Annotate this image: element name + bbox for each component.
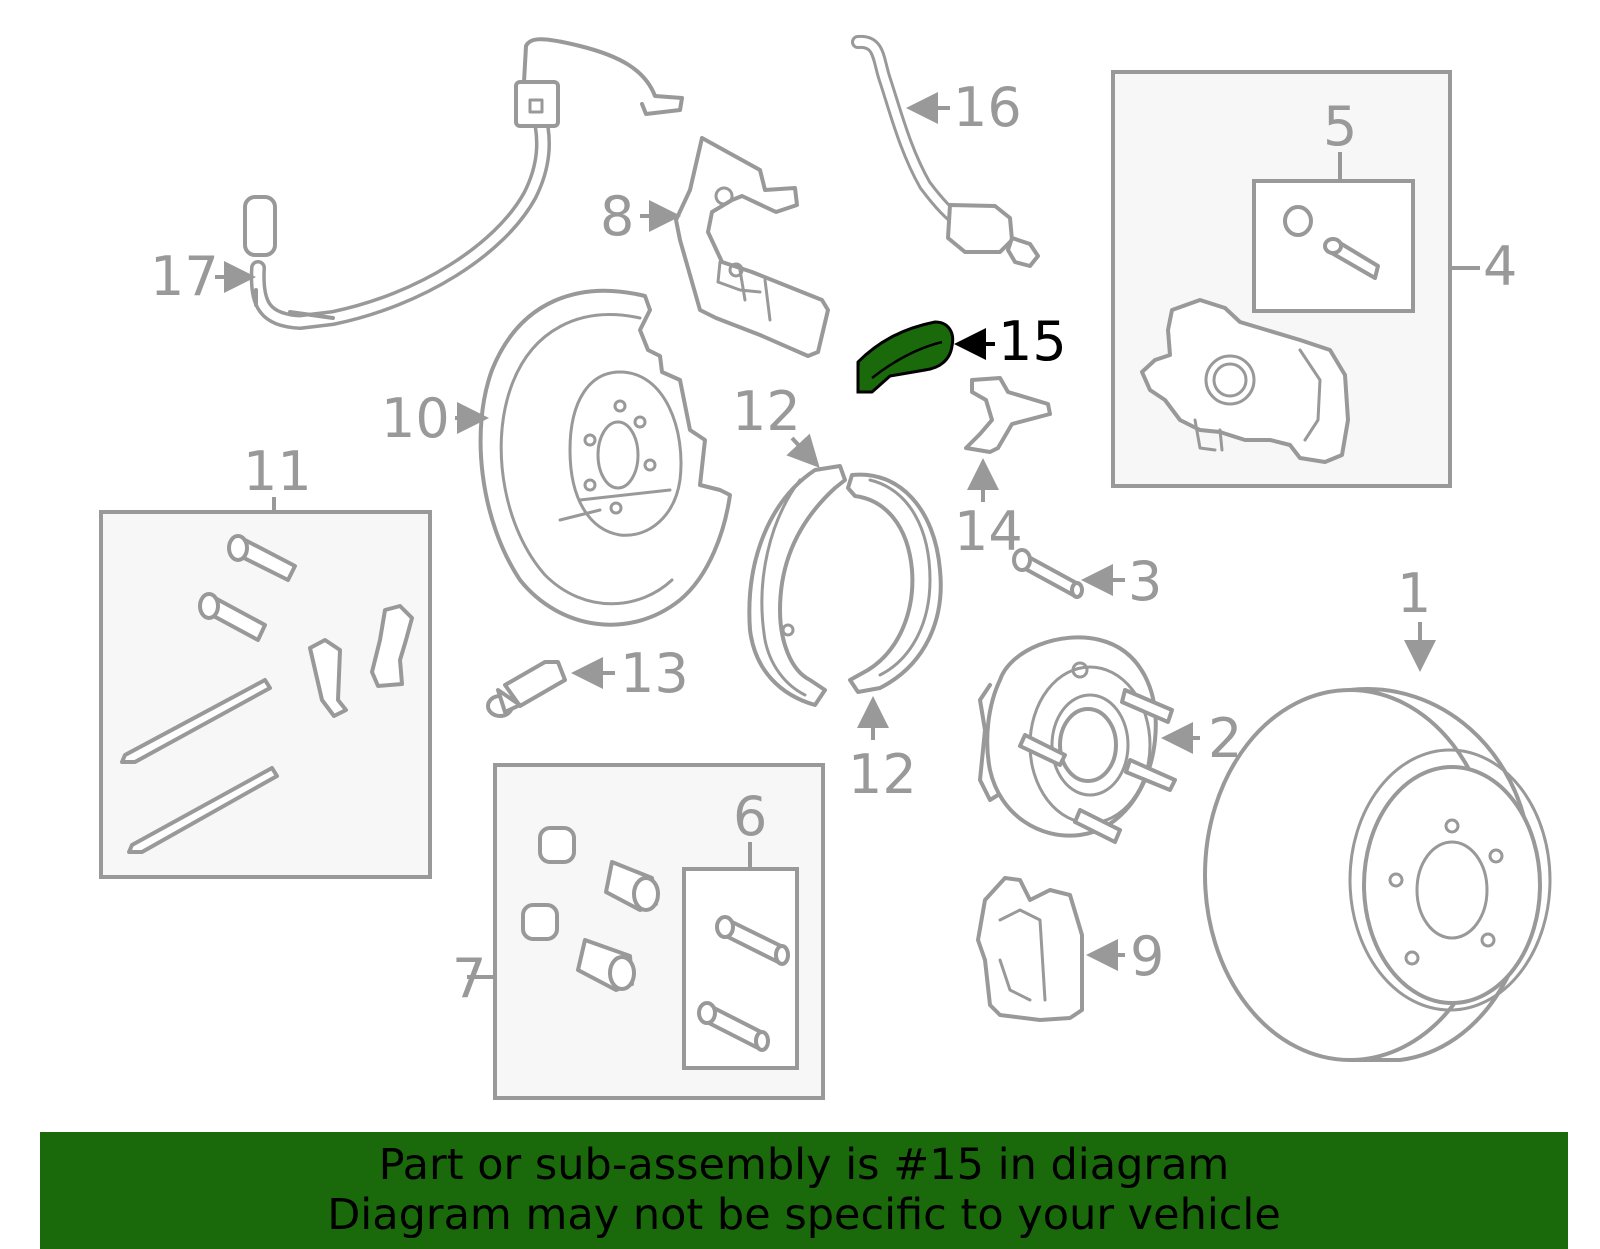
callout-10: 10 — [381, 387, 450, 450]
part-3-bolt — [1012, 548, 1084, 599]
part-7-caliper-hardware-kit — [521, 826, 660, 992]
banner-line-1: Part or sub-assembly is #15 in diagram — [378, 1140, 1230, 1190]
callout-8: 8 — [600, 185, 634, 248]
part-16-brake-hose — [851, 34, 1040, 268]
callout-13: 13 — [620, 642, 689, 705]
callout-4: 4 — [1483, 235, 1517, 298]
callout-1: 1 — [1397, 562, 1431, 625]
part-6-guide-pin-kit — [697, 915, 790, 1052]
callout-6: 6 — [733, 785, 767, 848]
callout-16: 16 — [953, 76, 1022, 139]
callout-5: 5 — [1323, 95, 1357, 158]
part-13-bleeder-screw — [486, 660, 567, 718]
callout-17: 17 — [150, 245, 219, 308]
kit-box-11 — [99, 510, 432, 879]
callout-12a: 12 — [732, 380, 801, 443]
part-17-sensor-harness — [243, 37, 684, 330]
banner-line-2: Diagram may not be specific to your vehi… — [327, 1190, 1281, 1240]
callout-3: 3 — [1128, 550, 1162, 613]
part-14-spring-clip — [964, 376, 1052, 454]
leader-12a — [786, 433, 820, 468]
part-10-backing-plate — [478, 288, 732, 627]
part-2-hub-bearing — [978, 635, 1177, 844]
part-15-highlighted-clip — [856, 320, 955, 394]
callout-15: 15 — [998, 310, 1067, 373]
callout-11: 11 — [243, 440, 312, 503]
part-9-brake-pad — [976, 876, 1084, 1022]
callout-9: 9 — [1130, 925, 1164, 988]
part-1-brake-rotor — [1203, 687, 1552, 1062]
info-banner: Part or sub-assembly is #15 in diagram D… — [40, 1132, 1568, 1249]
part-5-slide-pin-kit — [1283, 205, 1380, 280]
callout-14: 14 — [954, 500, 1023, 563]
callout-12b: 12 — [848, 743, 917, 806]
callout-7: 7 — [452, 947, 486, 1010]
part-12-brake-shoe-right — [846, 472, 943, 694]
part-8-caliper-bracket — [674, 136, 830, 358]
part-4-brake-caliper — [1140, 298, 1350, 464]
part-12-brake-shoe-left — [747, 464, 847, 707]
part-11-hardware-kit — [120, 534, 414, 854]
callout-2: 2 — [1208, 707, 1242, 770]
